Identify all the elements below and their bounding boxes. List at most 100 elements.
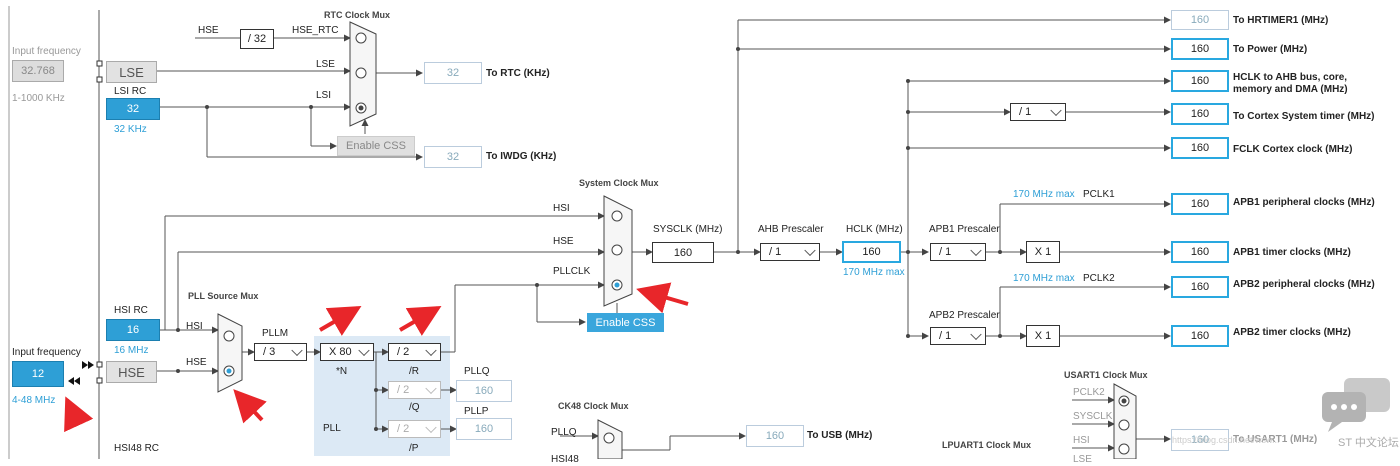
- cortex-timer-output-value: 160: [1171, 103, 1229, 125]
- usb-output-value: 160: [746, 425, 804, 447]
- chevron-down-icon: [1050, 104, 1062, 117]
- usart1-output-label: To USART1 (MHz): [1233, 434, 1318, 445]
- ck48-mux-title: CK48 Clock Mux: [558, 401, 629, 411]
- rtc-output-label: To RTC (KHz): [486, 68, 550, 79]
- pllr-value: / 2: [397, 346, 410, 358]
- apb1-timer-multiplier: X 1: [1026, 241, 1060, 263]
- lsi-rc-label: LSI RC: [114, 86, 147, 97]
- pllq-select[interactable]: / 2: [388, 381, 441, 399]
- hrtimer1-output-label: To HRTIMER1 (MHz): [1233, 15, 1329, 26]
- pllm-label: PLLM: [262, 328, 289, 339]
- apb1-max-label: 170 MHz max: [1013, 189, 1075, 200]
- watermark-text: ST 中文论坛: [1338, 437, 1399, 449]
- hse-range-label: 4-48 MHz: [12, 395, 56, 406]
- hsi-rc-label: HSI RC: [114, 305, 148, 316]
- hclk-input-field[interactable]: 160: [842, 241, 901, 263]
- usart1-lse-label: LSE: [1073, 454, 1092, 465]
- chevron-down-icon: [425, 421, 437, 434]
- sysmux-hsi-label: HSI: [553, 203, 570, 214]
- pllr-select[interactable]: / 2: [388, 343, 441, 361]
- usart1-hsi-label: HSI: [1073, 435, 1090, 446]
- ahb-prescaler-select[interactable]: / 1: [760, 243, 820, 261]
- apb2-timer-output-value: 160: [1171, 325, 1229, 347]
- chevron-down-icon: [358, 344, 370, 357]
- ck48-hsi48-label: HSI48: [551, 454, 579, 465]
- power-output-value: 160: [1171, 38, 1229, 60]
- hse-input-frequency-field[interactable]: 12: [12, 361, 64, 387]
- hsi-unit-label: 16 MHz: [114, 345, 149, 356]
- hclk-ahb-output-label: HCLK to AHB bus, core, memory and DMA (M…: [1233, 72, 1348, 94]
- apb2-prescaler-label: APB2 Prescaler: [929, 310, 1000, 321]
- pllp-output-label: PLLP: [464, 406, 489, 417]
- chevron-down-icon: [970, 328, 982, 341]
- usart1-sysclk-label: SYSCLK: [1073, 411, 1113, 422]
- usart1-output-value: 160: [1171, 429, 1229, 451]
- sysmux-pllclk-label: PLLCLK: [553, 266, 591, 277]
- hse-oscillator-button[interactable]: HSE: [106, 361, 157, 383]
- hrtimer1-output-value: 160: [1171, 10, 1229, 30]
- rtc-mux-title: RTC Clock Mux: [324, 10, 391, 20]
- pll-src-hsi-label: HSI: [186, 321, 203, 332]
- hse-input-label: Input frequency: [12, 347, 81, 358]
- pllp-value: / 2: [397, 423, 410, 435]
- apb2-max-label: 170 MHz max: [1013, 273, 1075, 284]
- cortex-timer-output-label: To Cortex System timer (MHz): [1233, 111, 1375, 122]
- ahb-prescaler-value: / 1: [769, 246, 782, 258]
- hclk-label: HCLK (MHz): [846, 224, 903, 235]
- apb2-peripheral-output-value: 160: [1171, 276, 1229, 298]
- apb1-prescaler-select[interactable]: / 1: [930, 243, 986, 261]
- apb1-prescaler-value: / 1: [939, 246, 952, 258]
- usb-output-label: To USB (MHz): [807, 430, 873, 441]
- plln-select[interactable]: X 80: [320, 343, 374, 361]
- fclk-output-label: FCLK Cortex clock (MHz): [1233, 144, 1353, 155]
- rtc-lsi-label: LSI: [316, 90, 332, 101]
- ahb-prescaler-label: AHB Prescaler: [758, 224, 824, 235]
- pclk2-label: PCLK2: [1083, 273, 1115, 284]
- apb2-peripheral-output-label: APB2 peripheral clocks (MHz): [1233, 279, 1375, 290]
- pllm-select[interactable]: / 3: [254, 343, 307, 361]
- apb2-prescaler-value: / 1: [939, 330, 952, 342]
- apb1-timer-output-label: APB1 timer clocks (MHz): [1233, 247, 1351, 258]
- chevron-down-icon: [804, 244, 816, 257]
- hse-rtc-label: HSE_RTC: [292, 25, 339, 36]
- lsi-rc-value: 32: [106, 98, 160, 120]
- cortex-timer-divider-select[interactable]: / 1: [1010, 103, 1066, 121]
- hse-rtc-divider: / 32: [240, 29, 274, 49]
- cortex-divider-value: / 1: [1019, 106, 1032, 118]
- apb2-timer-output-label: APB2 timer clocks (MHz): [1233, 327, 1351, 338]
- sys-enable-css-button[interactable]: Enable CSS: [587, 313, 664, 332]
- fclk-output-value: 160: [1171, 137, 1229, 159]
- lse-oscillator-button[interactable]: LSE: [106, 61, 157, 83]
- pllq-output-value: 160: [456, 380, 512, 402]
- pclk1-label: PCLK1: [1083, 189, 1115, 200]
- pll-src-hse-label: HSE: [186, 357, 207, 368]
- pllr-label: /R: [409, 366, 419, 377]
- iwdg-output-label: To IWDG (KHz): [486, 151, 557, 162]
- chat-bubble-icon: [1320, 378, 1390, 434]
- apb1-peripheral-output-value: 160: [1171, 193, 1229, 215]
- hsi48-rc-label: HSI48 RC: [114, 443, 160, 454]
- plln-label: *N: [336, 366, 348, 377]
- pllm-value: / 3: [263, 346, 276, 358]
- lse-range-label: 1-1000 KHz: [12, 93, 65, 104]
- pllq-output-label: PLLQ: [464, 366, 490, 377]
- chevron-down-icon: [425, 382, 437, 395]
- lpuart1-mux-title: LPUART1 Clock Mux: [942, 440, 1032, 450]
- rtc-enable-css-button[interactable]: Enable CSS: [337, 136, 415, 156]
- apb1-prescaler-label: APB1 Prescaler: [929, 224, 1000, 235]
- lse-input-frequency-field[interactable]: 32.768: [12, 60, 64, 82]
- apb1-timer-output-value: 160: [1171, 241, 1229, 263]
- rtc-lse-label: LSE: [316, 59, 335, 70]
- rtc-hse-label: HSE: [198, 25, 219, 36]
- apb1-peripheral-output-label: APB1 peripheral clocks (MHz): [1233, 197, 1375, 208]
- rtc-frequency-output: 32: [424, 62, 482, 84]
- pllq-value: / 2: [397, 384, 410, 396]
- apb2-prescaler-select[interactable]: / 1: [930, 327, 986, 345]
- iwdg-frequency-output: 32: [424, 146, 482, 168]
- chevron-down-icon: [970, 244, 982, 257]
- pll-region-label: PLL: [323, 423, 341, 434]
- pllp-select[interactable]: / 2: [388, 420, 441, 438]
- pllq-label: /Q: [409, 402, 420, 413]
- usart1-mux-title: USART1 Clock Mux: [1064, 370, 1148, 380]
